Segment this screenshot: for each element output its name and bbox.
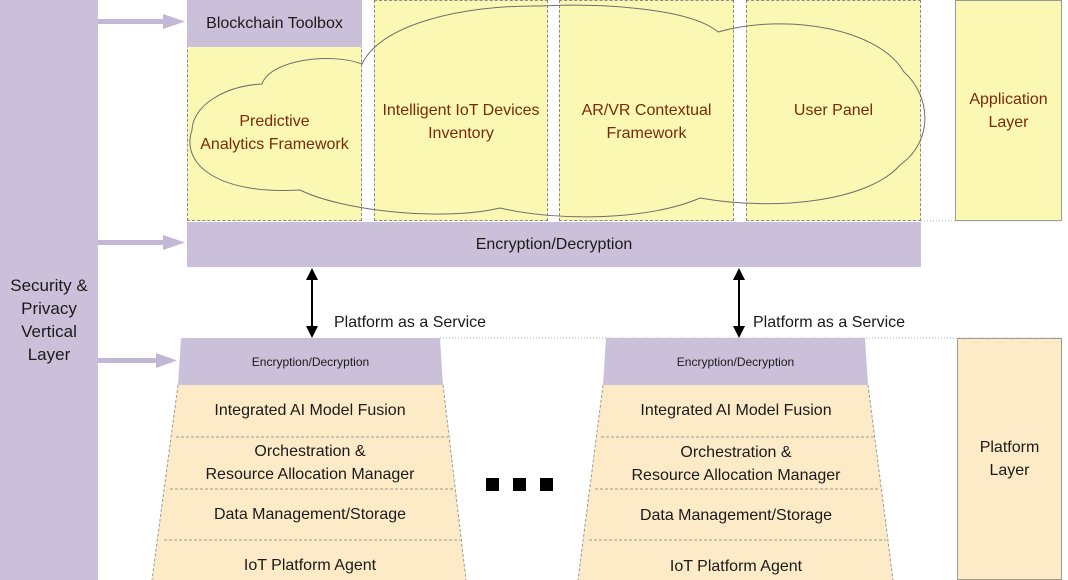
stack-right-encryption-label: Encryption/Decryption — [676, 354, 795, 369]
iot-devices-inventory-label: Intelligent IoT Devices Inventory — [382, 102, 540, 142]
blockchain-toolbox-label: Blockchain Toolbox — [206, 14, 343, 32]
paas-label-left: Platform as a Service — [334, 314, 487, 331]
application-layer-label: Application Layer — [969, 90, 1048, 131]
security-privacy-vertical-layer: Security & Privacy Vertical Layer — [0, 0, 98, 580]
platform-layer-box: Platform Layer — [957, 338, 1062, 580]
platform-layer-label: Platform Layer — [979, 439, 1040, 479]
stack-left-encryption-label: Encryption/Decryption — [251, 354, 370, 369]
paas-double-arrow-right — [733, 268, 745, 338]
security-arrow-bottom — [98, 353, 177, 368]
predictive-analytics-label: Predictive Analytics Framework — [200, 113, 349, 153]
stack-left-iot-platform-agent: IoT Platform Agent — [243, 557, 377, 574]
stack-right-iot-platform-agent: IoT Platform Agent — [669, 557, 803, 575]
stack-right-data-management: Data Management/Storage — [639, 507, 833, 524]
stack-left-ai-model-fusion: Integrated AI Model Fusion — [214, 402, 406, 419]
ellipsis-dots — [486, 478, 553, 491]
arvr-framework-label: AR/VR Contextual Framework — [581, 102, 712, 142]
stack-left-data-management: Data Management/Storage — [213, 506, 407, 523]
security-arrow-top — [98, 14, 185, 29]
paas-label-right: Platform as a Service — [753, 314, 906, 331]
user-panel-label: User Panel — [793, 101, 874, 119]
stack-right-orchestration: Orchestration & Resource Allocation Mana… — [631, 444, 841, 484]
application-layer-box: Application Layer — [955, 0, 1062, 221]
security-layer-label: Security & Privacy Vertical Layer — [10, 276, 88, 364]
stack-left-orchestration: Orchestration & Resource Allocation Mana… — [205, 443, 415, 483]
paas-double-arrow-left — [306, 268, 318, 338]
app-encryption-bar: Encryption/Decryption — [187, 222, 921, 267]
stack-right-ai-model-fusion: Integrated AI Model Fusion — [640, 402, 832, 419]
security-arrow-middle — [98, 235, 185, 250]
